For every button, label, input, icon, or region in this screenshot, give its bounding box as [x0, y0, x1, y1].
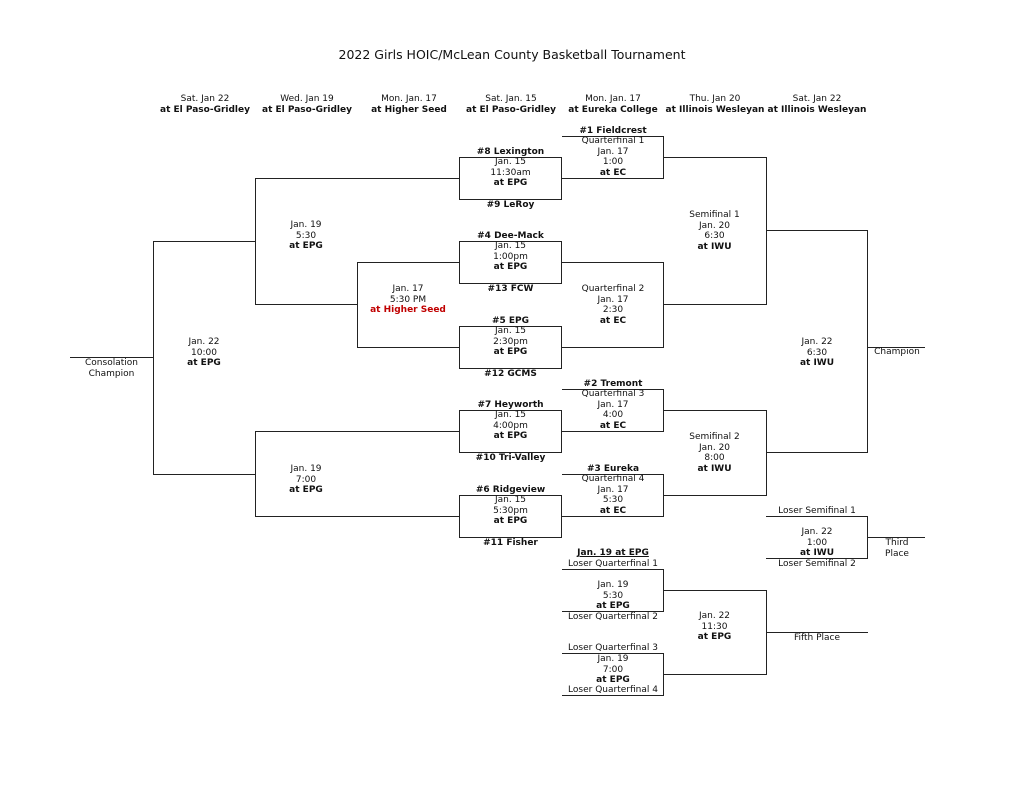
game-3-team-top: #5 EPG: [491, 316, 530, 326]
game-4-team-bottom: #10 Tri-Valley: [475, 453, 546, 463]
loser-quarterfinal-1: Loser Quarterfinal 1: [568, 559, 658, 569]
game-5-team-top: #6 Ridgeview: [475, 485, 546, 495]
loser-quarterfinal-3: Loser Quarterfinal 3: [568, 643, 658, 653]
game-2-team-top: #4 Dee-Mack: [477, 231, 544, 241]
game-box: [459, 410, 562, 453]
loser-quarterfinal-4: Loser Quarterfinal 4: [568, 685, 658, 695]
game-5-team-bottom: #11 Fisher: [483, 538, 538, 548]
third-place-top: Loser Semifinal 1: [778, 506, 856, 516]
game-3-team-bottom: #12 GCMS: [484, 369, 537, 379]
game-box: [459, 157, 562, 200]
third-place-bottom: Loser Semifinal 2: [778, 559, 856, 569]
game-box: [459, 326, 562, 369]
champion-label: Champion: [874, 347, 920, 357]
quarterfinal-1-seed: #1 Fieldcrest: [579, 126, 647, 136]
game-4-team-top: #7 Heyworth: [477, 400, 544, 410]
loser-quarterfinal-2: Loser Quarterfinal 2: [568, 612, 658, 622]
game-1-team-bottom: #9 LeRoy: [486, 200, 535, 210]
game-1-team-top: #8 Lexington: [476, 147, 545, 157]
fifth-place-label: Fifth Place: [793, 633, 841, 643]
game-box: [459, 495, 562, 538]
page-title: 2022 Girls HOIC/McLean County Basketball…: [338, 47, 686, 62]
fifth-place-header: Jan. 19 at EPG: [577, 548, 649, 558]
quarterfinal-4-seed: #3 Eureka: [586, 464, 640, 474]
game-2-team-bottom: #13 FCW: [487, 284, 534, 294]
quarterfinal-3-seed: #2 Tremont: [583, 379, 643, 389]
game-box: [459, 241, 562, 284]
